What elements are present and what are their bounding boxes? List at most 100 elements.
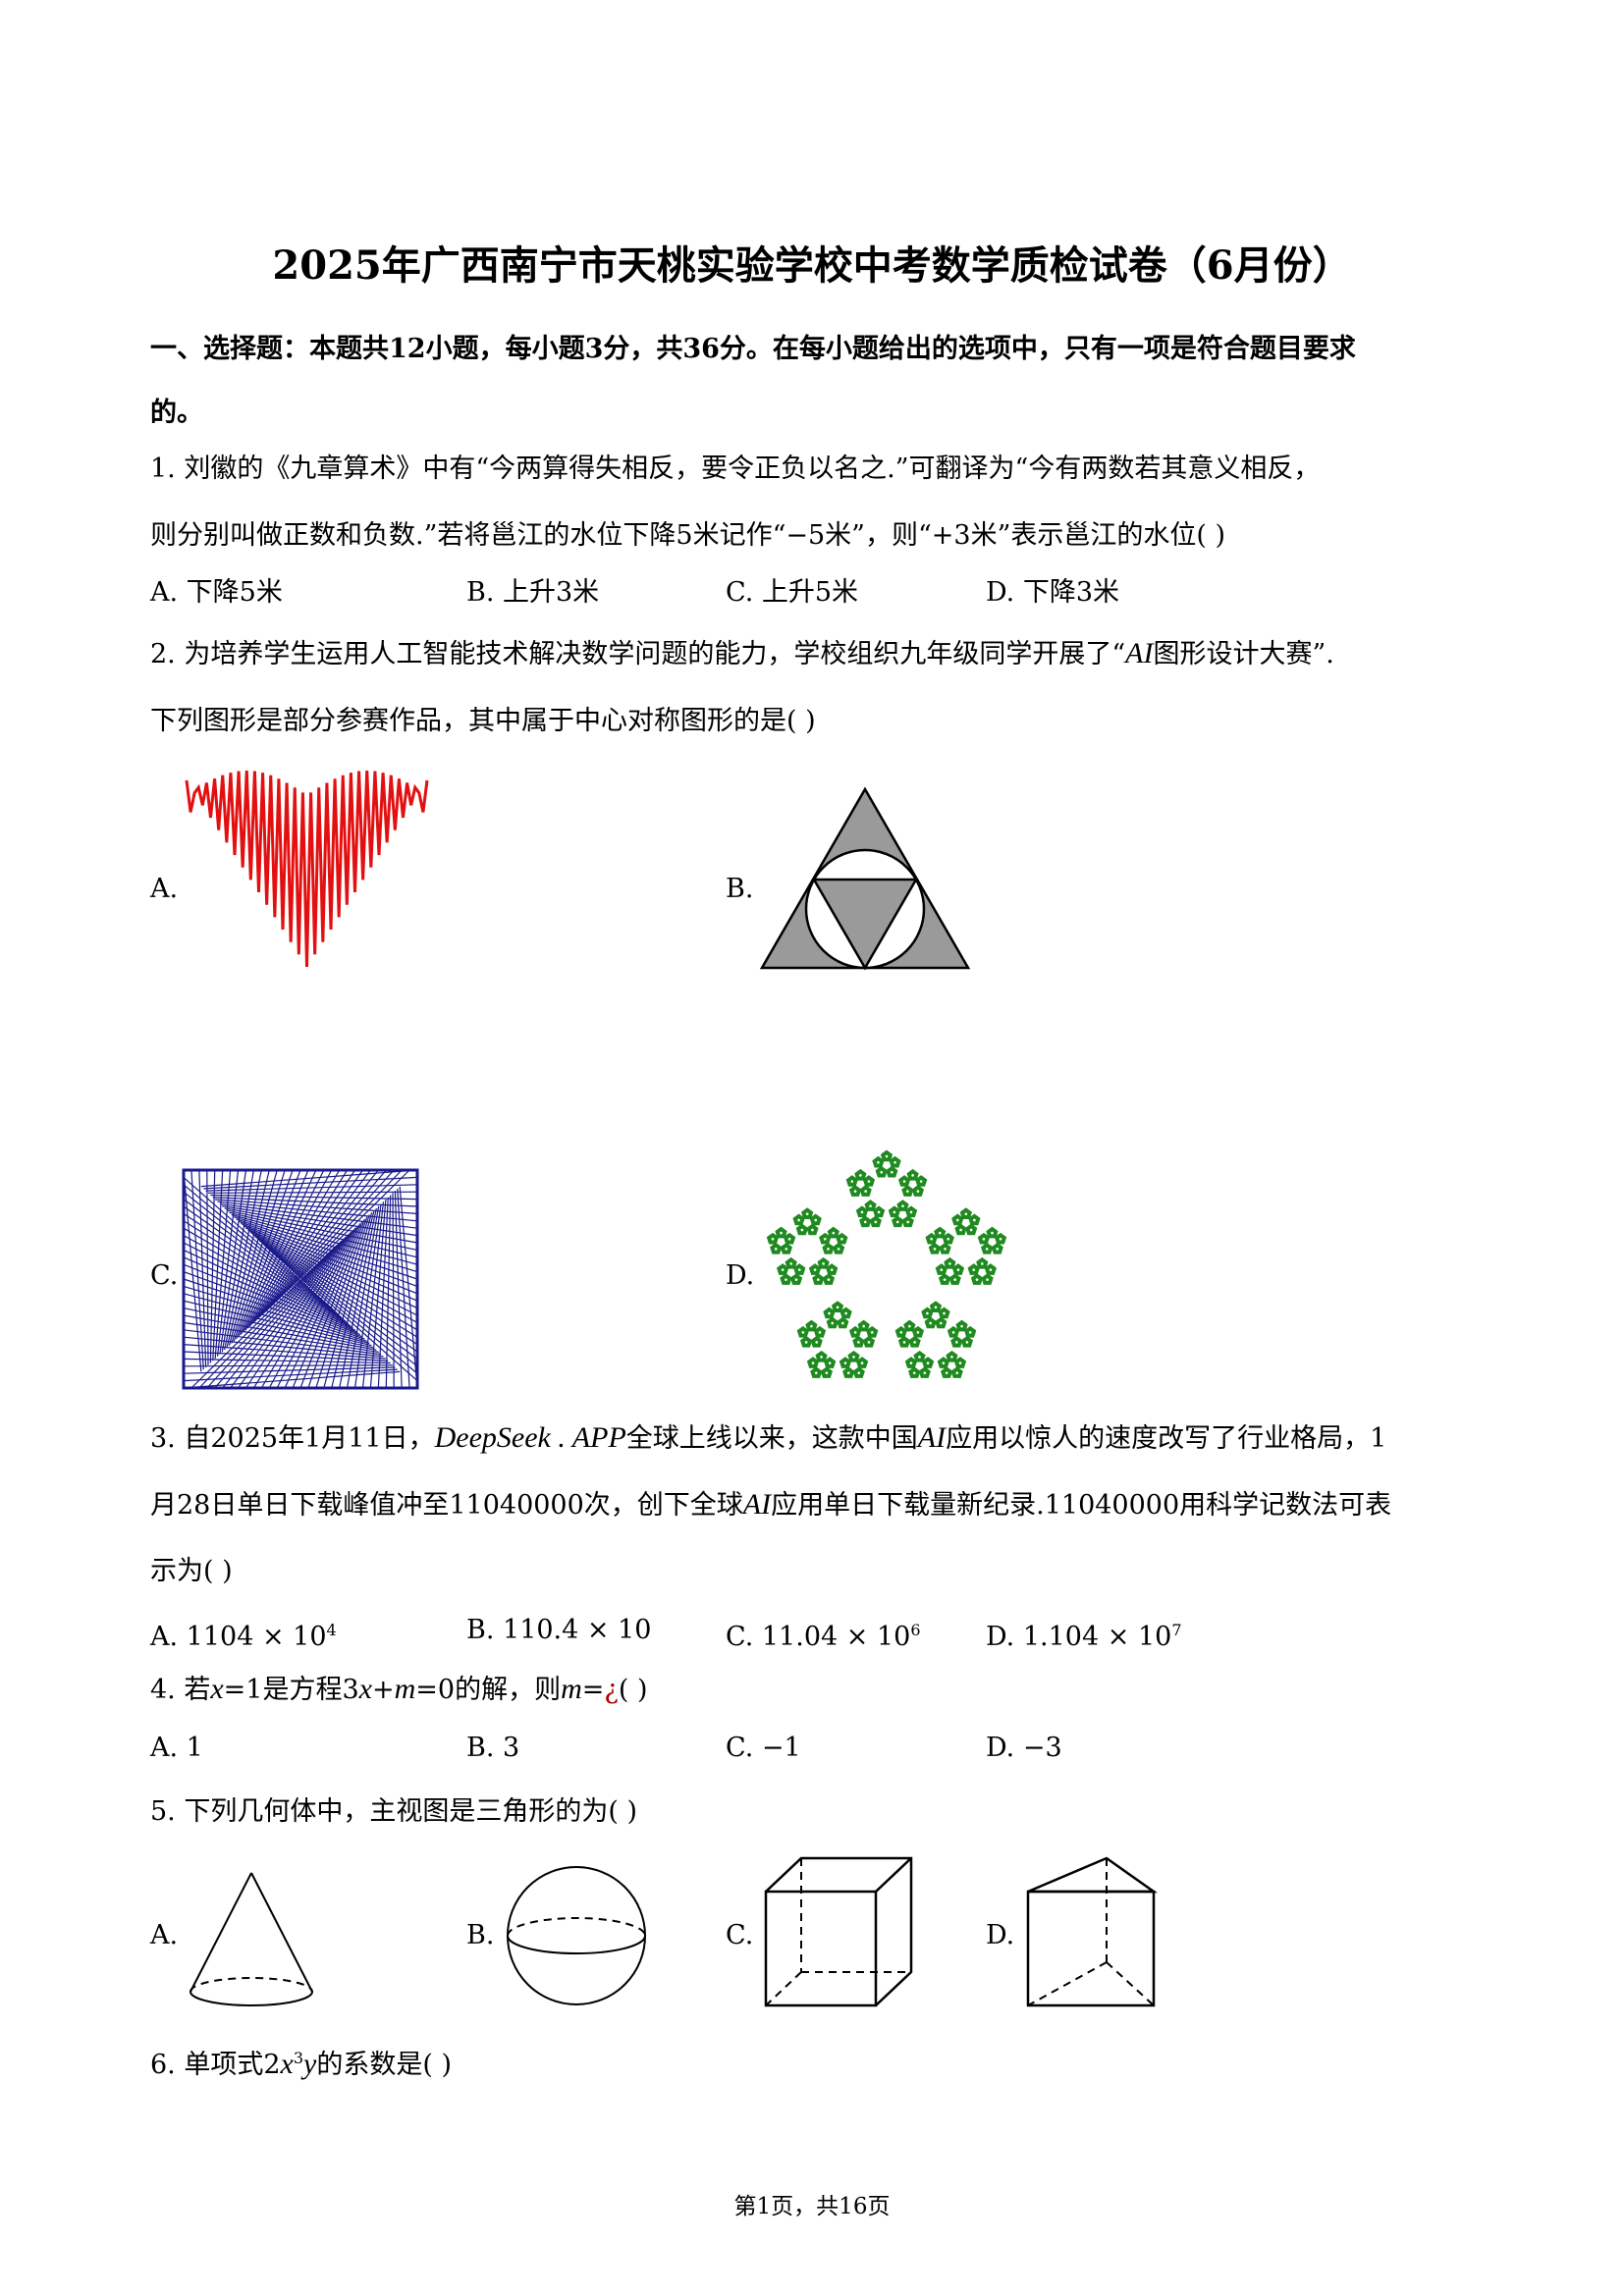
spiral-line (183, 1366, 396, 1374)
math-m: m (394, 1673, 416, 1705)
spiral-line (339, 1207, 377, 1389)
fractal-pentagon (847, 1350, 860, 1362)
fractal-pentagon (951, 1213, 964, 1226)
fractal-pentagon (795, 1223, 809, 1236)
spiral-line (261, 1169, 387, 1316)
math-ai: AI (917, 1421, 947, 1454)
fractal-pentagon (925, 1232, 938, 1245)
fractal-pentagon (819, 1232, 832, 1245)
fractal-pentagon (981, 1242, 994, 1255)
q1-option-d: D. 下降3米 (986, 577, 1120, 608)
fractal-pentagon (815, 1350, 828, 1362)
spiral-line (209, 1169, 216, 1363)
text: 4. 若 (150, 1675, 211, 1705)
fractal-pentagon (950, 1366, 963, 1378)
fractal-pentagon (852, 1366, 865, 1378)
spiral-line (215, 1199, 418, 1214)
spiral-line (249, 1169, 349, 1327)
q2-line2: 下列图形是部分参赛作品，其中属于中心对称图形的是( ) (150, 706, 816, 736)
spiral-line (183, 1249, 356, 1331)
fractal-pentagon (937, 1357, 950, 1368)
fractal-pentagon (796, 1325, 810, 1338)
fractal-pentagon (911, 1325, 925, 1338)
fractal-pentagon (837, 1316, 849, 1329)
fractal-pentagon (839, 1357, 852, 1368)
fractal-pentagon (904, 1357, 918, 1368)
fractal-pentagon (955, 1319, 968, 1332)
fractal-pentagon (792, 1213, 805, 1226)
q3-line2: 月28日单日下载峰值冲至11040000次，创下全球AI应用单日下载量新纪录.1… (150, 1488, 1391, 1522)
fractal-pentagon (892, 1215, 904, 1228)
fractal-pentagon (766, 1232, 780, 1245)
spiral-line (219, 1202, 418, 1229)
fractal-pentagon (921, 1307, 934, 1319)
spiral-line (392, 1193, 395, 1389)
fractal-pentagon (903, 1319, 916, 1332)
text: 应用单日下载量新纪录.11040000用科学记数法可表 (771, 1490, 1392, 1521)
spiral-line (183, 1271, 363, 1338)
spiral-line (233, 1216, 418, 1273)
fractal-pentagon (831, 1301, 844, 1313)
fractal-pentagon (977, 1232, 991, 1245)
fractal-pentagon (954, 1223, 967, 1236)
fractal-pentagon (904, 1205, 918, 1218)
spiral-line (198, 1169, 207, 1367)
text: 3. 自2025年1月11日， (150, 1423, 435, 1454)
spiral-line (183, 1191, 338, 1313)
text: 2. 为培养学生运用人工智能技术解决数学问题的能力，学校组织九年级同学开展了“ (150, 639, 1126, 669)
math-x: x (210, 1673, 224, 1705)
fractal-pentagon (994, 1232, 1007, 1245)
spiral-line (183, 1364, 394, 1367)
fractal-pentagon (862, 1335, 876, 1348)
fractal-pentagon (770, 1242, 783, 1255)
q1-option-c: C. 上升5米 (726, 577, 859, 608)
spiral-line (299, 1218, 366, 1389)
fractal-pentagon (852, 1335, 865, 1348)
spiral-line (183, 1368, 398, 1382)
fractal-pentagon (939, 1242, 951, 1255)
spiral-line (266, 1169, 403, 1311)
fractal-pentagon (854, 1168, 867, 1181)
spiral-line (183, 1321, 379, 1353)
fractal-pentagon (938, 1307, 950, 1319)
cone-figure (189, 1872, 313, 2006)
fractal-pentagon (855, 1205, 869, 1218)
spiral-line (397, 1188, 410, 1389)
fractal-pentagon (942, 1232, 954, 1245)
q4-option-b: B. 3 (466, 1733, 520, 1763)
fractal-pentagon (875, 1165, 888, 1178)
q3-option-a: A. 1104 × 104 (150, 1614, 337, 1654)
spiral-line (369, 1199, 387, 1389)
triangular-prism-figure (1026, 1856, 1158, 2007)
text: 6. 单项式2 (150, 2050, 281, 2080)
fractal-pentagon (832, 1242, 845, 1255)
heart-zigzag-figure (185, 770, 429, 968)
fractal-pentagon (836, 1232, 848, 1245)
spiral-line (183, 1199, 340, 1316)
text: 应用以惊人的速度改写了行业格局，1 (946, 1423, 1387, 1454)
fractal-pentagon (783, 1232, 796, 1245)
fractal-pentagon (944, 1256, 956, 1269)
spiral-line (183, 1358, 391, 1364)
text: 的系数是( ) (316, 2050, 453, 2080)
spiral-line (198, 1247, 335, 1389)
spiral-line (183, 1329, 382, 1356)
fractal-pentagon (918, 1366, 931, 1378)
fractal-pentagon (793, 1263, 806, 1275)
spiral-line (259, 1240, 418, 1353)
fractal-pentagon (859, 1215, 872, 1228)
fractal-pentagon (915, 1175, 928, 1187)
fractal-pentagon (896, 1200, 909, 1211)
spiral-line (183, 1263, 360, 1336)
text: =0的解，则 (415, 1675, 562, 1705)
q3-line3: 示为( ) (150, 1556, 233, 1586)
fractal-pentagon (921, 1357, 935, 1368)
spiral-line (210, 1194, 418, 1201)
spiral-line (261, 1242, 418, 1360)
spiral-line (222, 1240, 343, 1389)
fractal-pentagon (934, 1226, 947, 1239)
pentagon-fractal-figure (766, 1149, 1007, 1378)
fractal-pentagon (908, 1335, 921, 1348)
fractal-pentagon (913, 1350, 926, 1362)
spiral-line (183, 1344, 386, 1360)
